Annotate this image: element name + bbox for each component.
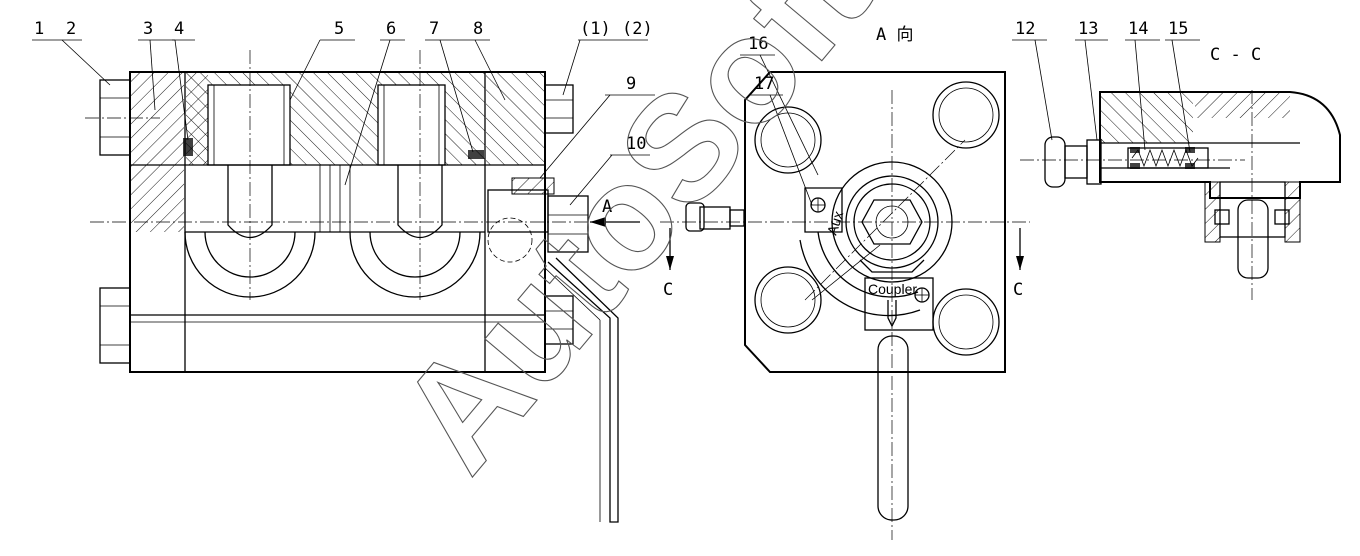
aux-indicator-plate: Aux xyxy=(804,187,847,237)
callout-14: 14 xyxy=(1128,19,1148,39)
callout-13: 13 xyxy=(1078,19,1098,39)
callout-paren-2: (2) xyxy=(622,19,653,39)
callout-3: 3 xyxy=(143,19,153,39)
bolt-head-right-top xyxy=(544,84,574,134)
callout-10: 10 xyxy=(626,134,646,154)
callout-leaders-left xyxy=(32,39,655,206)
callout-6: 6 xyxy=(386,19,396,39)
callout-5: 5 xyxy=(334,19,344,39)
spring-plunger xyxy=(1127,147,1209,169)
callout-17: 17 xyxy=(754,74,774,94)
flange-bolts xyxy=(754,81,1000,356)
callout-12: 12 xyxy=(1015,19,1035,39)
view-a: A 向 Aux xyxy=(660,25,1030,540)
bolt-head-left-top xyxy=(99,79,131,156)
bolt-head-left-bottom xyxy=(99,287,131,364)
callout-15: 15 xyxy=(1168,19,1188,39)
callout-2: 2 xyxy=(66,19,76,39)
seal-ring-right xyxy=(468,150,484,159)
section-arrow-c-left-label: C xyxy=(663,280,673,300)
callout-leaders-middle xyxy=(740,54,819,206)
selector-handle xyxy=(877,335,909,521)
center-block-section xyxy=(186,73,485,165)
view-arrow-a-label: A xyxy=(602,197,612,217)
coupler-label: Coupler xyxy=(868,281,917,297)
view-a-title: A 向 xyxy=(876,25,913,45)
callout-1: 1 xyxy=(34,19,44,39)
callout-9: 9 xyxy=(626,74,636,94)
callout-paren-1: (1) xyxy=(580,19,611,39)
seal-ring-left xyxy=(183,138,193,156)
aux-label: Aux xyxy=(824,209,847,237)
bolt-head-right-bottom xyxy=(544,295,574,345)
callout-4: 4 xyxy=(174,19,184,39)
section-arrow-c-right-label: C xyxy=(1013,280,1023,300)
callout-16: 16 xyxy=(748,34,768,54)
coupler-indicator-plate: Coupler xyxy=(864,277,934,331)
section-c-c-title: C - C xyxy=(1210,45,1261,65)
side-section-view: A xyxy=(85,50,640,523)
end-plate-left-section xyxy=(131,73,184,232)
callout-7: 7 xyxy=(429,19,439,39)
flange-plate xyxy=(744,71,1006,373)
knob xyxy=(1044,136,1066,188)
callout-leaders-right xyxy=(1012,39,1200,153)
section-c-c-view: C - C xyxy=(1020,45,1341,300)
end-plate-right-section xyxy=(486,73,544,165)
callout-8: 8 xyxy=(473,19,483,39)
